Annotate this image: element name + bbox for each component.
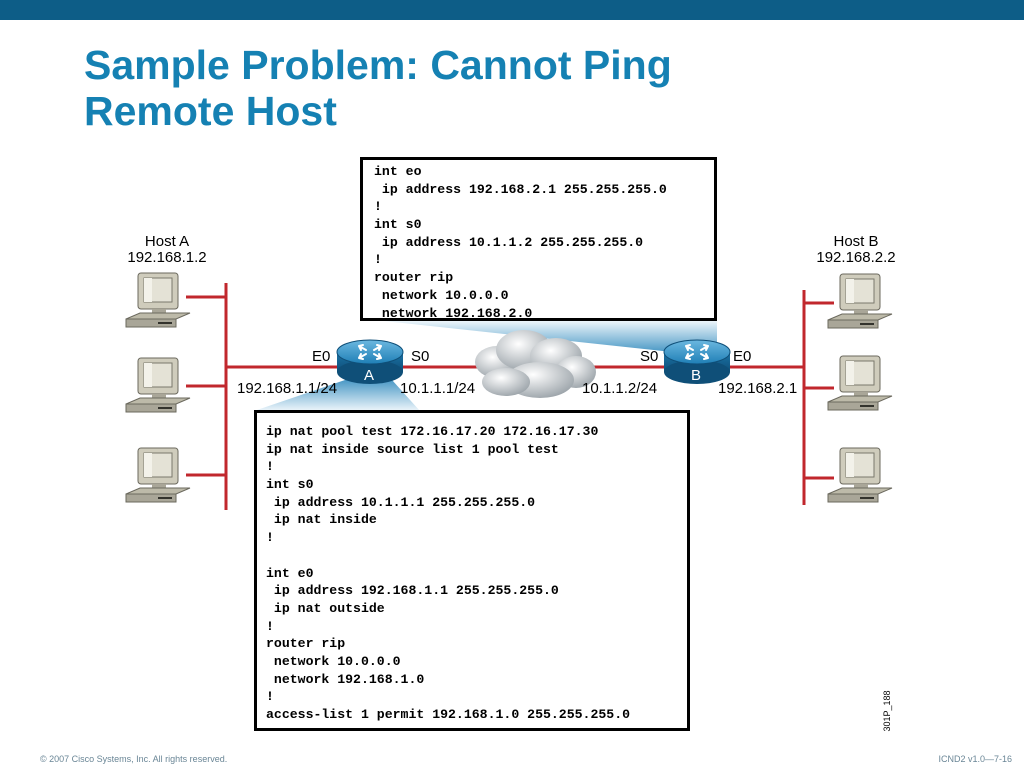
config-line: ip nat inside [266, 512, 377, 528]
top-bar [0, 0, 1024, 20]
router-b-config-box: int eo ip address 192.168.2.1 255.255.25… [360, 157, 717, 321]
config-line: ip address 192.168.1.1 255.255.255.0 [266, 583, 559, 599]
config-line: router rip [374, 270, 454, 286]
title-line-1: Sample Problem: Cannot Ping [84, 42, 672, 88]
host-b-ip: 192.168.2.2 [816, 249, 896, 266]
config-line: network 192.168.1.0 [266, 671, 425, 687]
footer-course-page: ICND2 v1.0—7-16 [938, 754, 1012, 764]
config-line: ! [266, 530, 274, 546]
config-line: ! [266, 459, 274, 475]
router-b-letter: B [691, 367, 702, 384]
host-a-ip: 192.168.1.2 [127, 249, 207, 266]
router-a-letter: A [364, 367, 375, 384]
router-a-s0-label: S0 [411, 348, 430, 365]
router-b-e0-ip: 192.168.2.1 [718, 380, 798, 397]
wan-cloud-icon [475, 330, 596, 398]
config-line: ip nat inside source list 1 pool test [266, 441, 559, 457]
config-line: ! [266, 689, 274, 705]
config-line: ip nat pool test 172.16.17.20 172.16.17.… [266, 424, 599, 439]
router-b-e0-label: E0 [733, 348, 752, 365]
router-a-e0-ip: 192.168.1.1/24 [237, 380, 338, 397]
host-b-pc-2-icon [827, 355, 893, 411]
host-a-pc-3-icon [125, 447, 191, 503]
config-line [266, 547, 687, 565]
figure-id: 301P_188 [872, 688, 902, 734]
config-line: access-list 1 permit 192.168.1.0 255.255… [266, 707, 631, 722]
config-line: ! [266, 618, 274, 634]
host-b-label: Host B 192.168.2.2 [801, 234, 911, 266]
host-b-pc-1-icon [827, 273, 893, 329]
config-line: ip address 10.1.1.1 255.255.255.0 [266, 494, 536, 510]
router-a-config-box: ip nat pool test 172.16.17.20 172.16.17.… [254, 410, 690, 731]
config-line: ! [374, 252, 382, 268]
host-a-pc-1-icon [125, 272, 191, 328]
config-line: int s0 [374, 217, 422, 233]
callout-wedge-router-b [384, 321, 717, 352]
figure-id-text: 301P_188 [882, 690, 892, 732]
host-b-pc-3-icon [827, 447, 893, 503]
router-b-s0-ip: 10.1.1.2/24 [582, 380, 658, 397]
config-line: ip address 192.168.2.1 255.255.255.0 [374, 181, 667, 197]
config-line: network 10.0.0.0 [374, 287, 509, 303]
router-a-s0-ip: 10.1.1.1/24 [400, 380, 476, 397]
router-a-e0-label: E0 [312, 348, 331, 365]
router-a-icon [336, 339, 404, 384]
footer-copyright: © 2007 Cisco Systems, Inc. All rights re… [40, 754, 228, 764]
config-line: ip address 10.1.1.2 255.255.255.0 [374, 234, 644, 250]
config-line: int eo [374, 164, 422, 179]
config-line: router rip [266, 636, 346, 652]
host-b-name: Host B [833, 233, 879, 250]
config-line: int s0 [266, 477, 314, 493]
router-b-icon [663, 339, 731, 384]
host-a-name: Host A [144, 233, 190, 250]
config-line: network 10.0.0.0 [266, 653, 401, 669]
config-line: ip nat outside [266, 600, 385, 616]
config-line: int e0 [266, 565, 314, 581]
host-a-label: Host A 192.168.1.2 [112, 234, 222, 266]
router-b-s0-label: S0 [640, 348, 659, 365]
page-title: Sample Problem: Cannot Ping Remote Host [84, 42, 672, 134]
config-line: network 192.168.2.0 [374, 305, 533, 321]
config-line: ! [374, 199, 382, 215]
host-a-pc-2-icon [125, 357, 191, 413]
callout-wedge-router-a [254, 380, 420, 411]
title-line-2: Remote Host [84, 88, 337, 134]
